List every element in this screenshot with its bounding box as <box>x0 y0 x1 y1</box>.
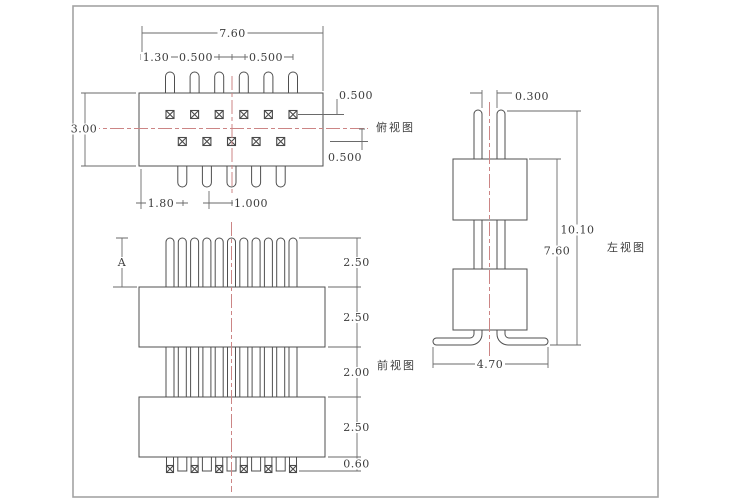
pin <box>165 71 175 94</box>
pad <box>177 136 187 147</box>
top-view-body <box>138 92 324 167</box>
dim-total-width: 7.60 <box>219 27 246 40</box>
pin <box>214 237 224 288</box>
dim-row-offset-bottom: 0.500 <box>328 151 362 164</box>
pin <box>189 71 200 94</box>
pin <box>288 343 298 401</box>
pin <box>275 165 286 188</box>
dim-body-height: 3.00 <box>71 123 98 136</box>
pin <box>251 456 262 472</box>
top-view: 7.60 1.30 0.500 0.500 3.00 0.500 0.500 1… <box>69 26 415 210</box>
pad <box>190 464 199 474</box>
dim-body-lower: 2.50 <box>343 421 370 434</box>
pin <box>190 343 200 401</box>
front-view: A 2.50 2.50 2.00 2.50 0.60 前视图 <box>113 222 416 492</box>
pin <box>239 343 249 401</box>
pad <box>239 109 249 120</box>
pin <box>190 237 200 288</box>
pad <box>264 464 273 474</box>
dim-row-offset-top: 0.500 <box>339 89 373 102</box>
drawing-frame <box>72 5 659 498</box>
pin <box>177 165 188 188</box>
pin <box>214 71 225 94</box>
dim-section-mark: A <box>117 256 127 269</box>
pin <box>239 237 249 288</box>
pad <box>190 109 200 120</box>
dim-bottom-margin: 1.80 <box>148 197 175 210</box>
dim-body-upper: 2.50 <box>343 311 370 324</box>
pin <box>165 343 175 401</box>
pin <box>177 456 188 472</box>
dim-mid-gap: 2.00 <box>343 366 370 379</box>
dim-body-span: 7.60 <box>544 245 571 258</box>
left-view-label: 左视图 <box>607 240 646 254</box>
pin <box>177 237 187 288</box>
pin <box>276 343 286 401</box>
pin <box>251 237 261 288</box>
left-view: 0.300 10.10 7.60 4.70 左视图 <box>432 90 646 371</box>
dim-pin-width: 0.300 <box>515 90 549 103</box>
pin <box>263 237 273 288</box>
pad <box>251 136 261 147</box>
pin <box>238 71 249 94</box>
pin <box>177 343 187 401</box>
pin <box>251 343 261 401</box>
dim-stagger-left: 0.500 <box>179 51 213 64</box>
pad <box>263 109 273 120</box>
pin <box>201 456 212 472</box>
pin <box>288 237 298 288</box>
dim-overall-height: 10.10 <box>561 224 595 237</box>
pad <box>288 464 298 474</box>
pad <box>202 136 212 147</box>
dim-foot-span: 4.70 <box>477 358 504 371</box>
front-view-label: 前视图 <box>377 358 416 372</box>
pad <box>288 109 298 120</box>
pin <box>275 456 286 472</box>
pin <box>251 165 262 188</box>
pad <box>215 464 224 474</box>
pin <box>263 71 274 94</box>
pad <box>276 136 286 147</box>
pin <box>288 71 298 94</box>
pin <box>276 237 286 288</box>
dim-left-margin: 1.30 <box>143 51 170 64</box>
pin <box>214 343 224 401</box>
pad <box>165 464 175 474</box>
pad <box>214 109 224 120</box>
pin <box>165 237 175 288</box>
dim-stagger-right: 0.500 <box>249 51 283 64</box>
pad <box>239 464 248 474</box>
pin <box>201 165 212 188</box>
top-view-label: 俯视图 <box>376 120 415 134</box>
pin <box>263 343 273 401</box>
pin <box>202 237 212 288</box>
pin <box>202 343 212 401</box>
dim-tail: 0.60 <box>343 458 370 471</box>
dim-pitch: 1.000 <box>234 197 268 210</box>
pad <box>165 109 175 120</box>
dim-pin-top: 2.50 <box>343 256 370 269</box>
